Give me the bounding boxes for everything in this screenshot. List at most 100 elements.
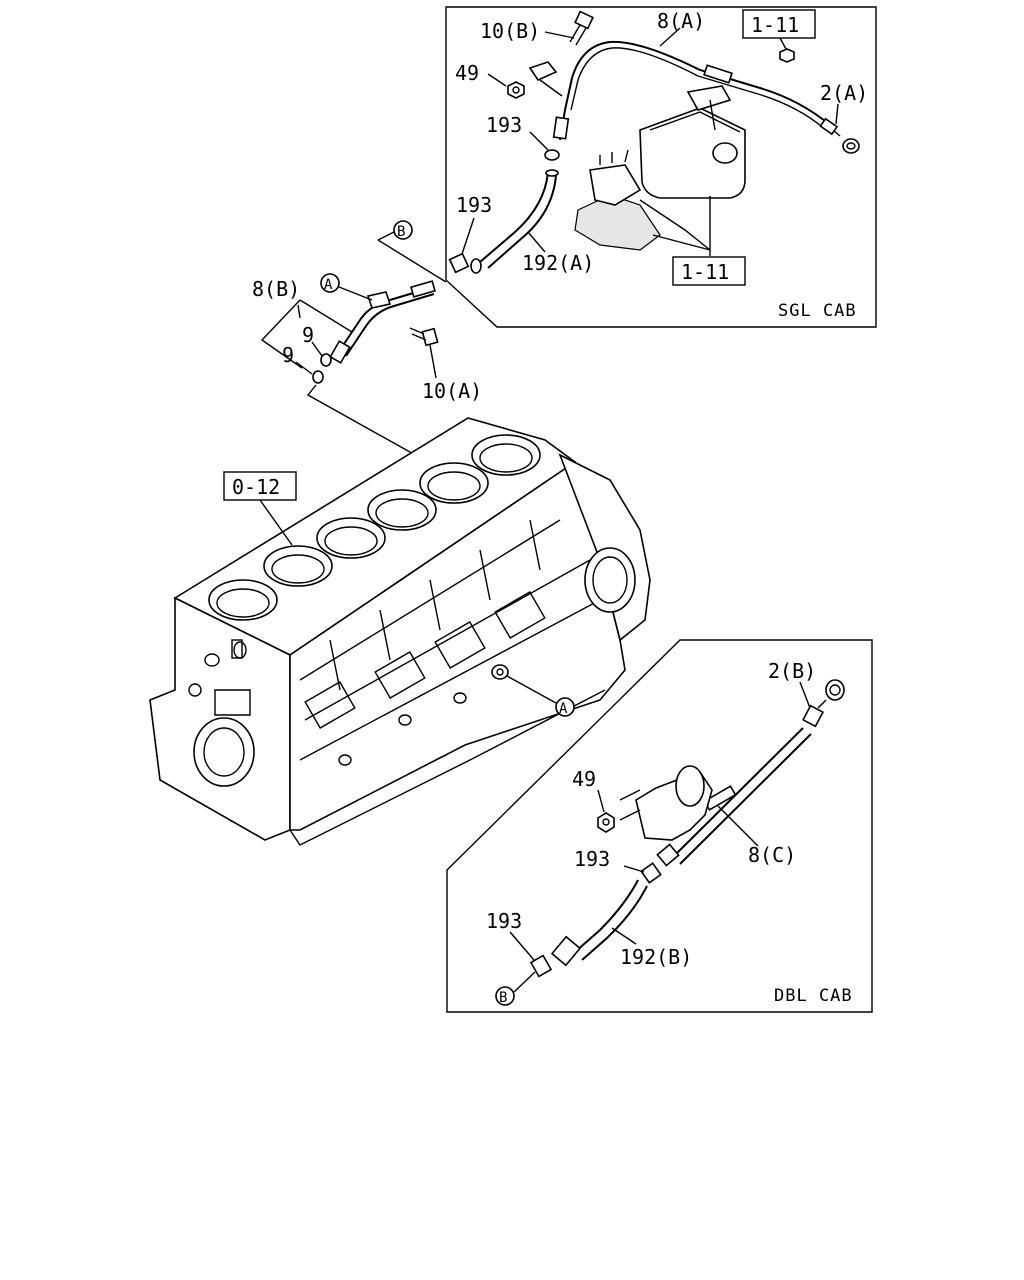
leader-49-top	[487, 73, 507, 87]
leader-b-bottom	[513, 971, 536, 993]
callout-a-top-letter: A	[324, 277, 333, 293]
bore-rim-3	[324, 526, 378, 556]
tube-fitting	[552, 116, 570, 140]
ref-012[interactable]: 0-12	[232, 475, 280, 499]
cylinder-bore-3	[316, 517, 386, 559]
nut-49-bottom-hole	[602, 818, 610, 826]
label-10a: 10(A)	[422, 379, 482, 403]
callout-b-bottom-letter: B	[499, 990, 508, 1006]
front-port	[214, 689, 251, 716]
bolt-10b-head	[574, 10, 594, 30]
bracket-leader	[639, 199, 711, 251]
switch-terminals	[599, 149, 629, 165]
bolt-10a-shank	[409, 327, 427, 341]
side-window-2	[374, 651, 426, 699]
front-hole-3	[188, 683, 202, 697]
clamp-193-dbl-lower	[529, 954, 553, 978]
leader-193-top	[529, 131, 549, 151]
hose-end	[545, 169, 559, 177]
label-193-dbl-upper: 193	[574, 847, 610, 871]
cylinder-bore-2	[263, 545, 333, 587]
block-bottom-edge	[289, 689, 606, 846]
nut-49-bottom	[597, 812, 615, 833]
bore-rim-4	[375, 498, 429, 528]
leader-193-dbl-upper	[623, 865, 645, 873]
tube-8b-fitting	[410, 280, 436, 298]
side-window-3	[434, 621, 486, 669]
leader-b-top	[377, 231, 447, 283]
label-10b: 10(B)	[480, 19, 540, 43]
ref-box-111-bottom	[672, 256, 746, 286]
tube-8b-edge	[345, 293, 435, 357]
reservoir-tank	[639, 107, 746, 199]
callout-b-top	[393, 220, 413, 240]
callout-b-bottom	[495, 986, 515, 1006]
tube-bracket-top	[528, 61, 558, 82]
tank-bracket	[686, 85, 732, 111]
leader-8c	[717, 805, 759, 847]
o-ring-9-lower	[312, 370, 324, 384]
leader-a-block	[506, 675, 557, 704]
front-slot	[231, 639, 243, 659]
guide-tube-8b-group: B A 8(B) 9 9 10(A)	[252, 220, 511, 721]
label-9-lower: 9	[282, 343, 294, 367]
leader-111-bottom-branch	[652, 234, 711, 251]
ref-111-top[interactable]: 1-11	[751, 13, 799, 37]
bracket-link	[539, 79, 563, 97]
leader-192b	[611, 927, 637, 945]
front-bore-inner	[203, 727, 245, 777]
nut-49-top-hole	[512, 86, 520, 94]
hose-192a-end	[470, 258, 482, 274]
clamp-193-dbl-upper	[640, 862, 662, 884]
dipstick-2b-neck	[817, 699, 827, 709]
leader-9-upper	[311, 341, 323, 357]
cylinder-bore-4	[367, 489, 437, 531]
sgl-cab-frame	[445, 6, 877, 328]
bore-rim-5	[427, 471, 481, 501]
leader-012	[259, 499, 293, 546]
bore-rim-1	[216, 588, 270, 618]
leader-49-bottom	[597, 789, 605, 813]
leader-2b	[799, 681, 811, 709]
tube-8b-bracket	[366, 291, 392, 309]
nut-49-top	[507, 81, 525, 99]
housing-dome	[675, 765, 705, 807]
block-side-bulkheads	[329, 519, 541, 691]
bore-rim-2	[271, 554, 325, 584]
dipstick-2a-cap	[819, 117, 839, 136]
hose-192b-end	[550, 935, 582, 967]
callout-a-block	[555, 697, 575, 717]
leader-8a	[659, 27, 681, 47]
dipstick-2a-ring-hole	[846, 142, 856, 150]
nut-small-top	[779, 48, 795, 63]
dipstick-boss-hole	[496, 668, 504, 676]
leader-10b	[544, 31, 575, 39]
engine-block: A 0-12	[149, 417, 651, 846]
hose-192a	[479, 171, 549, 263]
o-ring-9-upper	[320, 353, 332, 367]
leader-a-top	[338, 286, 373, 301]
leader-192a	[527, 231, 546, 253]
label-2b: 2(B)	[768, 659, 816, 683]
tube-clip	[703, 64, 733, 84]
leader-8b	[260, 299, 353, 369]
tank-ridge	[649, 111, 741, 133]
hose-192b-edge	[581, 885, 648, 961]
label-192a: 192(A)	[522, 251, 594, 275]
leader-193-dbl-lower	[509, 931, 535, 961]
label-8b: 8(B)	[252, 277, 300, 301]
ref-111-bottom[interactable]: 1-11	[681, 260, 729, 284]
reservoir-cap	[712, 142, 738, 164]
tube-8b-end	[329, 340, 351, 364]
block-side-ribs	[299, 519, 601, 761]
guide-tube-8c-edge	[679, 733, 812, 865]
leader-2a	[835, 103, 839, 125]
callout-b-top-letter: B	[397, 224, 406, 240]
label-192b: 192(B)	[620, 945, 692, 969]
callout-a-top	[320, 273, 340, 293]
side-hole-3	[453, 692, 467, 704]
label-49-top: 49	[455, 61, 479, 85]
side-hole-1	[338, 754, 352, 766]
leader-9-lower	[295, 361, 313, 375]
